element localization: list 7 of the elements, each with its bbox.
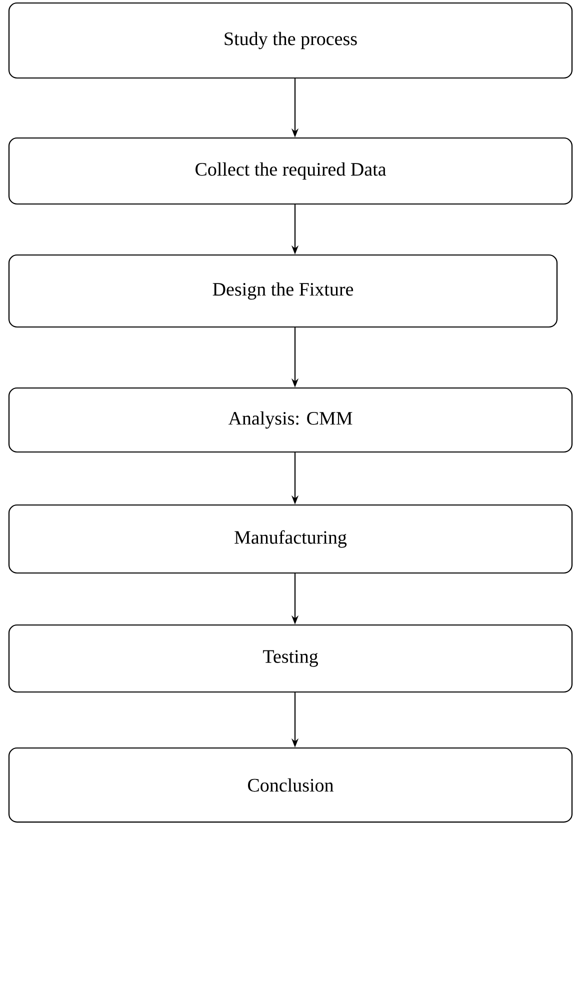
process-box: Testing xyxy=(8,624,573,693)
process-box: Study the process xyxy=(8,2,573,79)
process-box: Conclusion xyxy=(8,747,573,823)
process-box: Collect the required Data xyxy=(8,137,573,205)
process-box: Manufacturing xyxy=(8,504,573,574)
process-box: Design the Fixture xyxy=(8,254,558,328)
process-box: Analysis: CMM xyxy=(8,387,573,453)
